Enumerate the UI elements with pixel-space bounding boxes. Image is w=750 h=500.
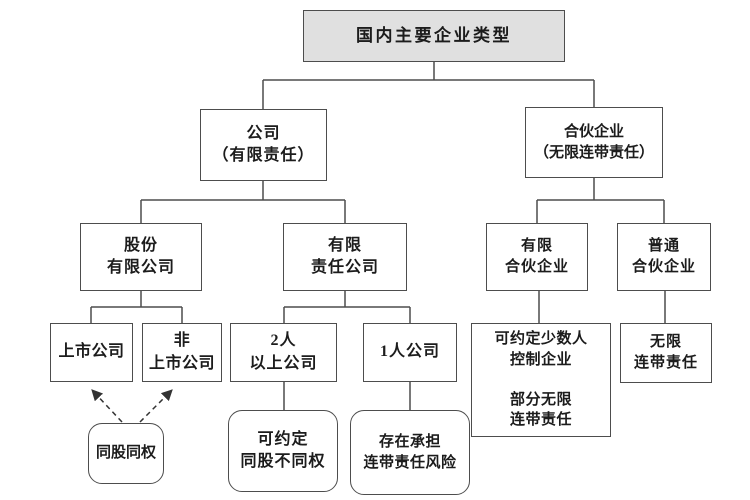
dashed-arrow-to-unlisted <box>139 389 173 423</box>
node-unlimited-joint-liability: 无限 连带责任 <box>620 323 712 383</box>
node-limited-partnership-note: 可约定少数人 控制企业 部分无限 连带责任 <box>471 323 611 437</box>
node-same-shares-same-rights: 同股同权 <box>88 423 164 484</box>
node-domestic-enterprise-types: 国内主要企业类型 <box>303 10 565 62</box>
node-joint-liability-risk: 存在承担 连带责任风险 <box>350 410 470 495</box>
tree-connector-lines <box>90 62 666 410</box>
node-limited-liability-company: 有限 责任公司 <box>283 223 407 291</box>
node-company-limited-liability: 公司 （有限责任） <box>200 109 327 181</box>
node-unlisted-company: 非 上市公司 <box>142 323 222 382</box>
node-joint-stock-limited-company: 股份 有限公司 <box>80 223 202 291</box>
node-partnership-unlimited-joint-liability: 合伙企业 （无限连带责任） <box>525 107 663 178</box>
dashed-arrow-to-listed <box>91 389 123 423</box>
node-general-partnership: 普通 合伙企业 <box>617 223 711 291</box>
node-two-plus-person-company: 2人 以上公司 <box>230 323 337 382</box>
node-listed-company: 上市公司 <box>50 323 133 382</box>
node-limited-partnership: 有限 合伙企业 <box>486 223 588 291</box>
node-one-person-company: 1人公司 <box>363 323 457 382</box>
node-agreed-different-rights: 可约定 同股不同权 <box>228 410 338 492</box>
